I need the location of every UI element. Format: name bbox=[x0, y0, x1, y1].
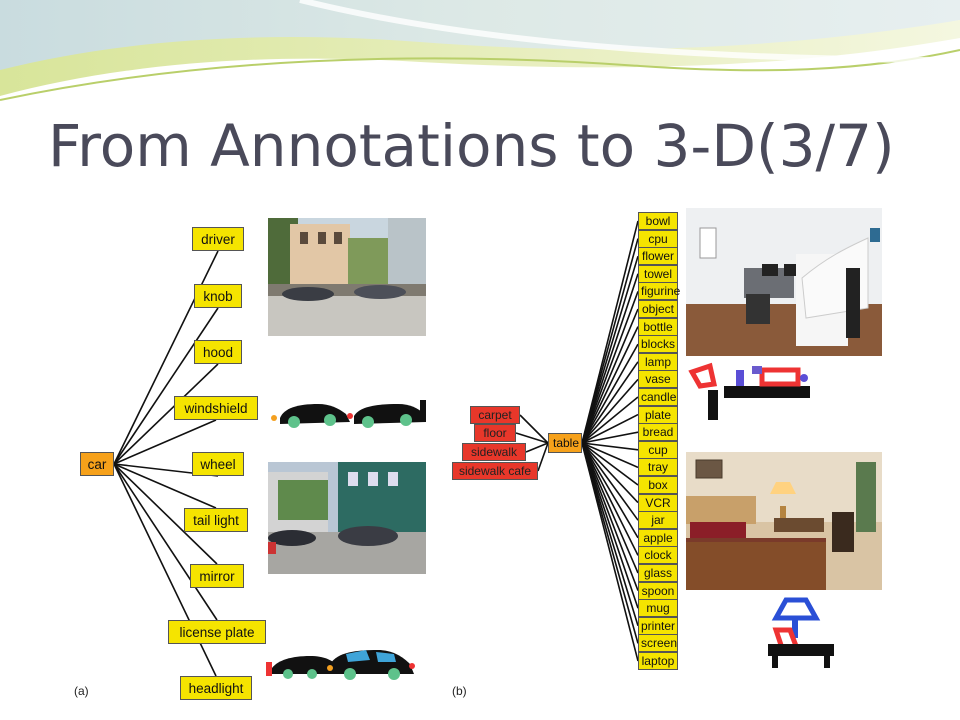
object-tag-tray: tray bbox=[638, 458, 678, 477]
tree-connectors bbox=[113, 220, 639, 677]
object-tag-vcr: VCR bbox=[638, 493, 678, 512]
object-tag-vase: vase bbox=[638, 370, 678, 389]
object-tag-laptop: laptop bbox=[638, 652, 678, 670]
connector-support-carpet bbox=[519, 414, 549, 444]
connector-table-object bbox=[581, 308, 639, 444]
connector-table-apple bbox=[581, 442, 639, 539]
object-tag-printer: printer bbox=[638, 616, 678, 635]
object-tag-bottle: bottle bbox=[638, 317, 678, 336]
support-tag-carpet: carpet bbox=[470, 406, 520, 424]
part-tag-wheel: wheel bbox=[192, 452, 244, 476]
object-tag-mug: mug bbox=[638, 599, 678, 618]
object-tag-flower: flower bbox=[638, 247, 678, 266]
part-tag-hood: hood bbox=[194, 340, 242, 364]
object-tag-spoon: spoon bbox=[638, 581, 678, 600]
support-tag-floor: floor bbox=[474, 424, 516, 442]
connector-car-knob bbox=[113, 307, 219, 465]
object-tag-plate: plate bbox=[638, 405, 678, 424]
connector-table-jar bbox=[581, 442, 639, 521]
connector-table-vase bbox=[581, 378, 639, 444]
part-tag-knob: knob bbox=[194, 284, 242, 308]
car-segmentation-mask-2 bbox=[266, 644, 422, 684]
object-tag-cpu: cpu bbox=[638, 229, 678, 248]
table-root-tag: table bbox=[548, 433, 582, 453]
connector-table-vcr bbox=[581, 442, 639, 504]
part-tag-driver: driver bbox=[192, 227, 244, 251]
object-tag-jar: jar bbox=[638, 511, 678, 530]
object-tag-bread: bread bbox=[638, 423, 678, 442]
part-tag-tail-light: tail light bbox=[184, 508, 248, 532]
figure: car driver knob hood windshield wheel ta… bbox=[58, 200, 900, 708]
office-segmentation-mask bbox=[684, 360, 814, 426]
object-tag-bowl: bowl bbox=[638, 212, 678, 230]
connector-support-sidewalk bbox=[525, 442, 549, 453]
object-tag-figurine: figurine bbox=[638, 282, 680, 301]
connector-table-glass bbox=[581, 442, 639, 574]
object-tag-box: box bbox=[638, 476, 678, 494]
panel-b-label: (b) bbox=[452, 684, 467, 698]
panel-a-label: (a) bbox=[74, 684, 89, 698]
connector-table-towel bbox=[581, 273, 639, 444]
bedroom-segmentation-mask bbox=[762, 594, 842, 672]
connector-table-laptop bbox=[581, 442, 639, 662]
connector-table-lamp bbox=[581, 361, 639, 444]
header-swoosh-decoration bbox=[0, 0, 960, 101]
connector-table-mug bbox=[581, 442, 639, 609]
object-tag-clock: clock bbox=[638, 546, 678, 565]
connector-car-windshield bbox=[113, 419, 217, 465]
slide-title: From Annotations to 3-D(3/7) bbox=[48, 112, 895, 180]
connector-table-cpu bbox=[581, 238, 639, 444]
support-tag-sidewalk: sidewalk bbox=[462, 443, 526, 461]
street-photo-houses bbox=[268, 218, 426, 336]
street-photo-parked-cars bbox=[268, 462, 426, 574]
connector-table-tray bbox=[581, 442, 639, 469]
car-root-tag: car bbox=[80, 452, 114, 476]
connector-table-cup bbox=[581, 442, 639, 451]
object-tag-glass: glass bbox=[638, 564, 678, 582]
connector-table-figurine bbox=[581, 291, 639, 444]
part-tag-headlight: headlight bbox=[180, 676, 252, 700]
object-tag-object: object bbox=[638, 300, 678, 318]
object-tag-lamp: lamp bbox=[638, 352, 678, 371]
connector-table-bread bbox=[581, 431, 639, 444]
object-tag-blocks: blocks bbox=[638, 335, 678, 354]
connector-car-mirror bbox=[113, 463, 218, 565]
connector-car-tail-light bbox=[113, 463, 217, 509]
connector-car-license-plate bbox=[113, 463, 218, 621]
connector-table-clock bbox=[581, 442, 639, 556]
object-tag-candle: candle bbox=[638, 388, 678, 406]
connector-table-plate bbox=[581, 413, 639, 444]
connector-support-floor bbox=[515, 432, 549, 444]
support-tag-sidewalk-cafe: sidewalk cafe bbox=[452, 462, 538, 480]
car-segmentation-mask-1 bbox=[268, 396, 428, 432]
part-tag-windshield: windshield bbox=[174, 396, 258, 420]
object-tag-screen: screen bbox=[638, 634, 678, 653]
connector-table-candle bbox=[581, 396, 639, 444]
connector-table-flower bbox=[581, 255, 639, 444]
bedroom-photo bbox=[686, 452, 882, 590]
part-tag-license-plate: license plate bbox=[168, 620, 266, 644]
office-photo bbox=[686, 208, 882, 356]
object-tag-towel: towel bbox=[638, 264, 678, 283]
part-tag-mirror: mirror bbox=[190, 564, 244, 588]
object-tag-apple: apple bbox=[638, 528, 678, 547]
connector-support-sidewalk-cafe bbox=[537, 442, 549, 472]
connector-table-box bbox=[581, 442, 639, 486]
connector-table-spoon bbox=[581, 442, 639, 591]
connector-table-bottle bbox=[581, 326, 639, 444]
connector-table-blocks bbox=[581, 343, 639, 444]
object-tag-cup: cup bbox=[638, 440, 678, 459]
connector-car-hood bbox=[113, 363, 219, 465]
